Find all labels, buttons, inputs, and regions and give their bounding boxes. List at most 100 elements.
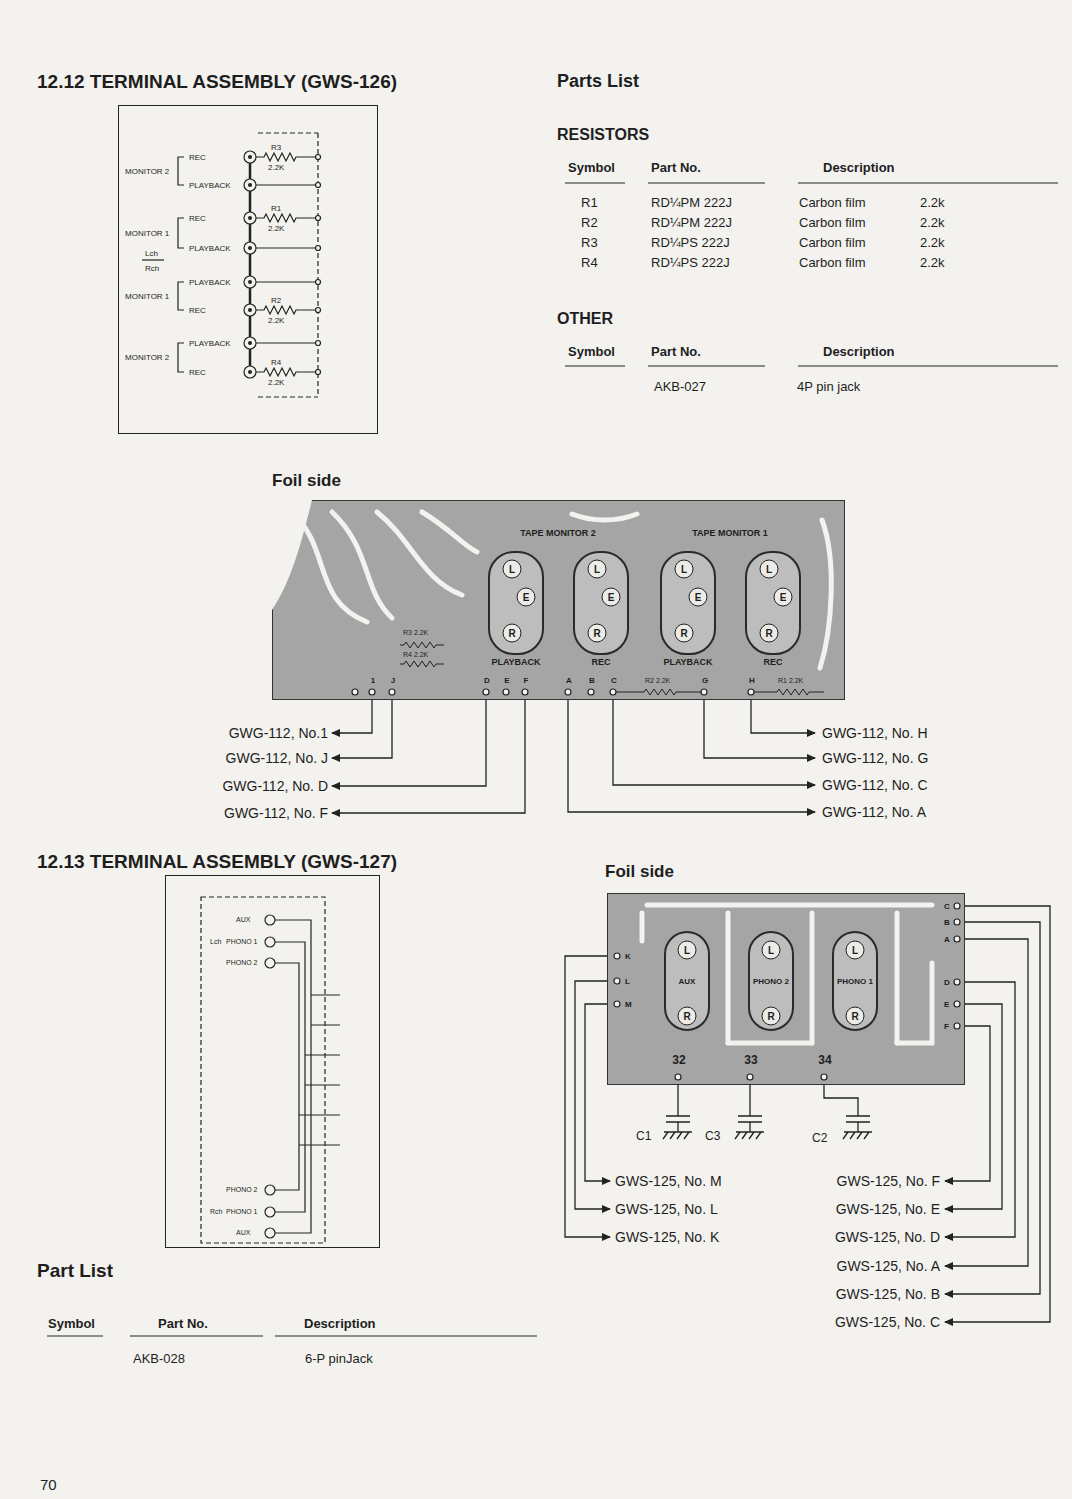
label-text: Carbon film — [799, 256, 865, 271]
board-text: PHONO 1 — [226, 1208, 258, 1216]
label-text: 70 — [40, 1476, 57, 1493]
foil-pattern — [565, 689, 571, 695]
board-text: A — [566, 676, 572, 685]
schematic-wiring — [248, 370, 252, 374]
board-text: MONITOR 2 — [125, 353, 169, 362]
label-text: Part List — [37, 1260, 113, 1282]
label-text: 12.12 TERMINAL ASSEMBLY (GWS-126) — [37, 71, 397, 93]
schematic-wiring — [248, 155, 252, 159]
foil-pattern — [725, 913, 730, 1043]
jack-pin-letter: E — [517, 588, 536, 607]
board-text: PLAYBACK — [189, 339, 231, 348]
label-text: GWG-112, No.1 — [229, 725, 328, 741]
label-text: GWS-125, No. C — [835, 1314, 940, 1330]
foil-pattern — [954, 1001, 960, 1007]
label-text: 2.2k — [920, 256, 945, 271]
pin-jack: LER — [660, 551, 716, 655]
board-text: C — [611, 676, 617, 685]
foil-pattern — [614, 953, 620, 959]
foil-pattern — [954, 1023, 960, 1029]
schematic-wiring — [316, 155, 321, 375]
foil-pattern — [332, 512, 392, 618]
label-text: AKB-028 — [133, 1352, 185, 1367]
table-rule — [47, 183, 1058, 1336]
board-text: 2.2K — [268, 378, 284, 387]
jack-pin-letter: E — [689, 588, 708, 607]
jack-pin-letter: R — [760, 624, 779, 643]
board-text: K — [625, 952, 631, 961]
board-text: Lch — [145, 249, 158, 258]
label-text: GWG-112, No. F — [224, 805, 328, 821]
schematic-wiring — [248, 246, 252, 250]
board-text: REC — [189, 214, 206, 223]
jack-symbol — [244, 151, 256, 163]
board-text: TAPE MONITOR 1 — [692, 528, 768, 538]
jack-symbol — [244, 337, 256, 349]
lead-wire — [568, 695, 815, 812]
bracket — [178, 157, 184, 372]
jack-symbol — [244, 242, 256, 254]
foil-pattern — [389, 689, 395, 695]
board-text: E — [944, 1000, 949, 1009]
lead-wire — [332, 695, 525, 813]
board-text: TAPE MONITOR 2 — [520, 528, 596, 538]
foil-pattern — [616, 689, 701, 695]
label-text: Description — [823, 161, 895, 176]
board-text: REC — [189, 153, 206, 162]
board-text: R4 2.2K — [403, 651, 428, 659]
schematic-wiring — [316, 155, 321, 160]
board-text: PHONO 1 — [226, 938, 258, 946]
schematic-wiring — [265, 1185, 275, 1195]
jack-pin-letter: L — [678, 941, 697, 960]
schematic-wiring — [316, 183, 321, 188]
label-text: GWG-112, No. J — [226, 750, 328, 766]
schematic-wiring — [265, 958, 275, 968]
foil-pattern — [292, 512, 831, 668]
label-text: GWG-112, No. H — [822, 725, 928, 741]
schematic-frame: MONITOR 2RECPLAYBACKR32.2KMONITOR 1RECPL… — [118, 105, 378, 434]
foil-pattern — [897, 963, 932, 1043]
board-text: MONITOR 1 — [125, 229, 169, 238]
jack-symbol — [244, 151, 256, 378]
label-text: AKB-027 — [654, 380, 706, 395]
label-text: RD¼PM 222J — [651, 196, 732, 211]
lead-wire — [704, 695, 815, 758]
label-text: GWS-125, No. D — [835, 1229, 940, 1245]
board-text: 32 — [672, 1054, 685, 1068]
board-text: PLAYBACK — [189, 244, 231, 253]
foil-pattern — [292, 512, 367, 622]
label-text: Carbon film — [799, 236, 865, 251]
label-text: GWG-112, No. G — [822, 750, 928, 766]
board-text: REC — [189, 368, 206, 377]
board-text: AUX — [679, 977, 696, 986]
jack-pin-letter: L — [675, 560, 694, 579]
foil-pattern — [954, 936, 960, 942]
board-text: MONITOR 2 — [125, 167, 169, 176]
foil-pattern — [954, 919, 960, 925]
label-text: Symbol — [568, 345, 615, 360]
label-text: 2.2k — [920, 236, 945, 251]
board-text: R1 2.2K — [778, 677, 803, 685]
board-text: REC — [763, 657, 782, 667]
jack-pin-letter: L — [846, 941, 865, 960]
label-text: GWS-125, No. K — [615, 1229, 719, 1245]
lead-wire — [332, 695, 372, 733]
foil-pattern — [377, 512, 462, 595]
label-text: GWS-125, No. F — [837, 1173, 940, 1189]
board-text: D — [484, 676, 490, 685]
board-text: PLAYBACK — [189, 278, 231, 287]
board-text: H — [749, 676, 755, 685]
board-text: Rch — [210, 1208, 222, 1216]
capacitor-symbol — [824, 1080, 872, 1139]
board-text: R2 2.2K — [645, 677, 670, 685]
board-text: 2.2K — [268, 163, 284, 172]
label-text: Parts List — [557, 71, 639, 92]
board-text: REC — [189, 306, 206, 315]
label-text: Part No. — [651, 345, 701, 360]
board-text: D — [944, 978, 950, 987]
board-text: F — [524, 676, 529, 685]
board-text: PLAYBACK — [491, 657, 540, 667]
circuit-board: KLMCBADEF323334LAUXRLPHONO 2RLPHONO 1R — [607, 893, 965, 1085]
label-text: Symbol — [48, 1317, 95, 1332]
